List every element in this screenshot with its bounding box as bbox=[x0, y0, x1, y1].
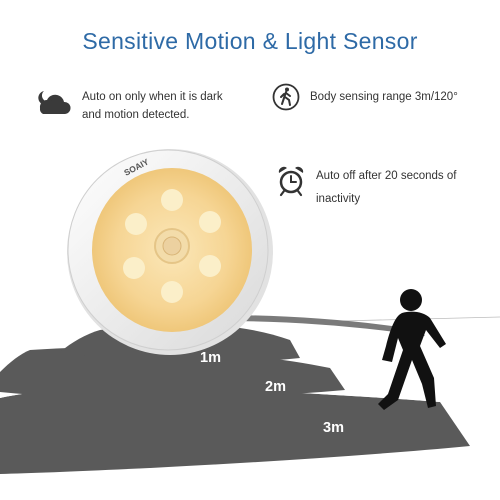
led bbox=[161, 189, 183, 211]
led-ring bbox=[123, 189, 221, 303]
feature-body-sensing: Body sensing range 3m/120° bbox=[272, 83, 500, 116]
motion-sensor-light: SOAIY bbox=[67, 149, 273, 355]
led bbox=[199, 211, 221, 233]
night-cloud-moon-icon bbox=[34, 88, 74, 121]
led bbox=[123, 257, 145, 279]
range-label-3m: 3m bbox=[323, 420, 344, 436]
person-walking-icon bbox=[272, 83, 300, 116]
feature-body-text: Body sensing range 3m/120° bbox=[310, 91, 458, 103]
feature-night-text: Auto on only when it is dark and motion … bbox=[82, 91, 223, 121]
feature-night-activation: Auto on only when it is dark and motion … bbox=[34, 88, 242, 124]
feature-auto-off: Auto off after 20 seconds of inactivity bbox=[276, 165, 488, 211]
alarm-clock-icon bbox=[276, 165, 306, 202]
page-title: Sensitive Motion & Light Sensor bbox=[82, 28, 418, 54]
range-label-1m: 1m bbox=[200, 350, 221, 366]
led bbox=[199, 255, 221, 277]
range-label-2m: 2m bbox=[265, 379, 286, 395]
walking-person-silhouette bbox=[378, 289, 446, 410]
led bbox=[125, 213, 147, 235]
feature-auto-off-text: Auto off after 20 seconds of inactivity bbox=[316, 170, 457, 205]
range-band-3m bbox=[0, 387, 470, 474]
led bbox=[161, 281, 183, 303]
